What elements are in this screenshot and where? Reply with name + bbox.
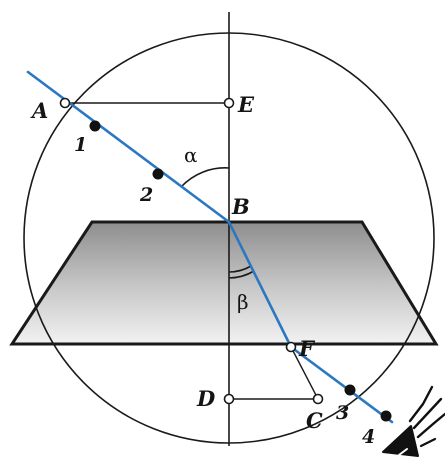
pin-2-marker — [152, 168, 164, 180]
label-A: A — [30, 98, 48, 123]
point-D-marker — [223, 393, 235, 405]
label-D: D — [196, 386, 216, 411]
label-beta: β — [237, 290, 249, 314]
label-pin-3: 3 — [336, 402, 349, 424]
label-alpha: α — [184, 143, 198, 167]
point-C-marker — [312, 393, 324, 405]
point-F-marker — [285, 341, 297, 353]
angle-alpha-arc — [180, 167, 230, 188]
label-pin-1: 1 — [74, 134, 87, 156]
point-A-marker — [59, 97, 71, 109]
label-pin-2: 2 — [139, 184, 153, 206]
label-E: E — [237, 92, 255, 117]
label-pin-4: 4 — [362, 426, 375, 448]
pin-4-marker — [380, 410, 392, 422]
light-ray — [26, 70, 394, 424]
glass-plate — [9, 220, 439, 346]
eye-icon — [382, 385, 445, 457]
segment-FC — [290, 346, 319, 400]
pin-3-marker — [344, 384, 356, 396]
point-E-marker — [223, 97, 235, 109]
label-C: C — [306, 408, 323, 433]
label-F: F — [298, 336, 316, 361]
pin-1-marker — [89, 120, 101, 132]
label-B: B — [231, 194, 250, 219]
